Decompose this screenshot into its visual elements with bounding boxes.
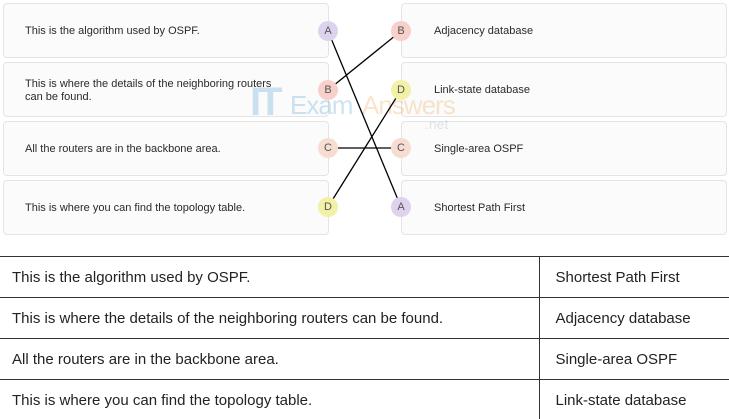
left-item-label: All the routers are in the backbone area… [25,143,221,155]
left-badge-d[interactable]: D [318,197,338,217]
right-item-label: Single-area OSPF [434,143,524,155]
right-badge-c[interactable]: C [391,138,411,158]
answer-cell: Shortest Path First [539,256,729,298]
table-row: This is the algorithm used by OSPF. Shor… [0,256,729,298]
left-item-label: This is where you can find the topology … [25,202,246,214]
connector-b [327,30,402,91]
left-item-4[interactable]: This is where you can find the topology … [3,180,329,235]
left-badge-b[interactable]: B [318,80,338,100]
table-row: This is where you can find the topology … [0,379,729,419]
right-item-2[interactable]: Link-state database [401,62,727,117]
right-item-3[interactable]: Single-area OSPF [401,121,727,176]
table-row: This is where the details of the neighbo… [0,297,729,339]
right-badge-a[interactable]: A [391,197,411,217]
right-item-label: Adjacency database [434,25,534,37]
left-item-3[interactable]: All the routers are in the backbone area… [3,121,329,176]
left-item-1[interactable]: This is the algorithm used by OSPF. [3,3,329,58]
answer-table: This is the algorithm used by OSPF. Shor… [0,256,729,419]
left-item-label: This is where the details of the neighbo… [25,78,272,103]
question-cell: This is where you can find the topology … [0,379,540,419]
question-cell: All the routers are in the backbone area… [0,338,540,380]
answer-cell: Link-state database [539,379,729,419]
right-item-4[interactable]: Shortest Path First [401,180,727,235]
right-badge-b[interactable]: B [391,21,411,41]
right-item-label: Link-state database [434,84,531,96]
answer-cell: Adjacency database [539,297,729,339]
question-cell: This is the algorithm used by OSPF. [0,256,540,298]
left-item-2[interactable]: This is where the details of the neighbo… [3,62,329,117]
question-cell: This is where the details of the neighbo… [0,297,540,339]
right-item-1[interactable]: Adjacency database [401,3,727,58]
left-badge-c[interactable]: C [318,138,338,158]
left-item-label: This is the algorithm used by OSPF. [25,25,200,37]
answer-cell: Single-area OSPF [539,338,729,380]
right-badge-d[interactable]: D [391,80,411,100]
left-badge-a[interactable]: A [318,21,338,41]
table-row: All the routers are in the backbone area… [0,338,729,380]
right-item-label: Shortest Path First [434,202,526,214]
connector-a [327,30,402,208]
